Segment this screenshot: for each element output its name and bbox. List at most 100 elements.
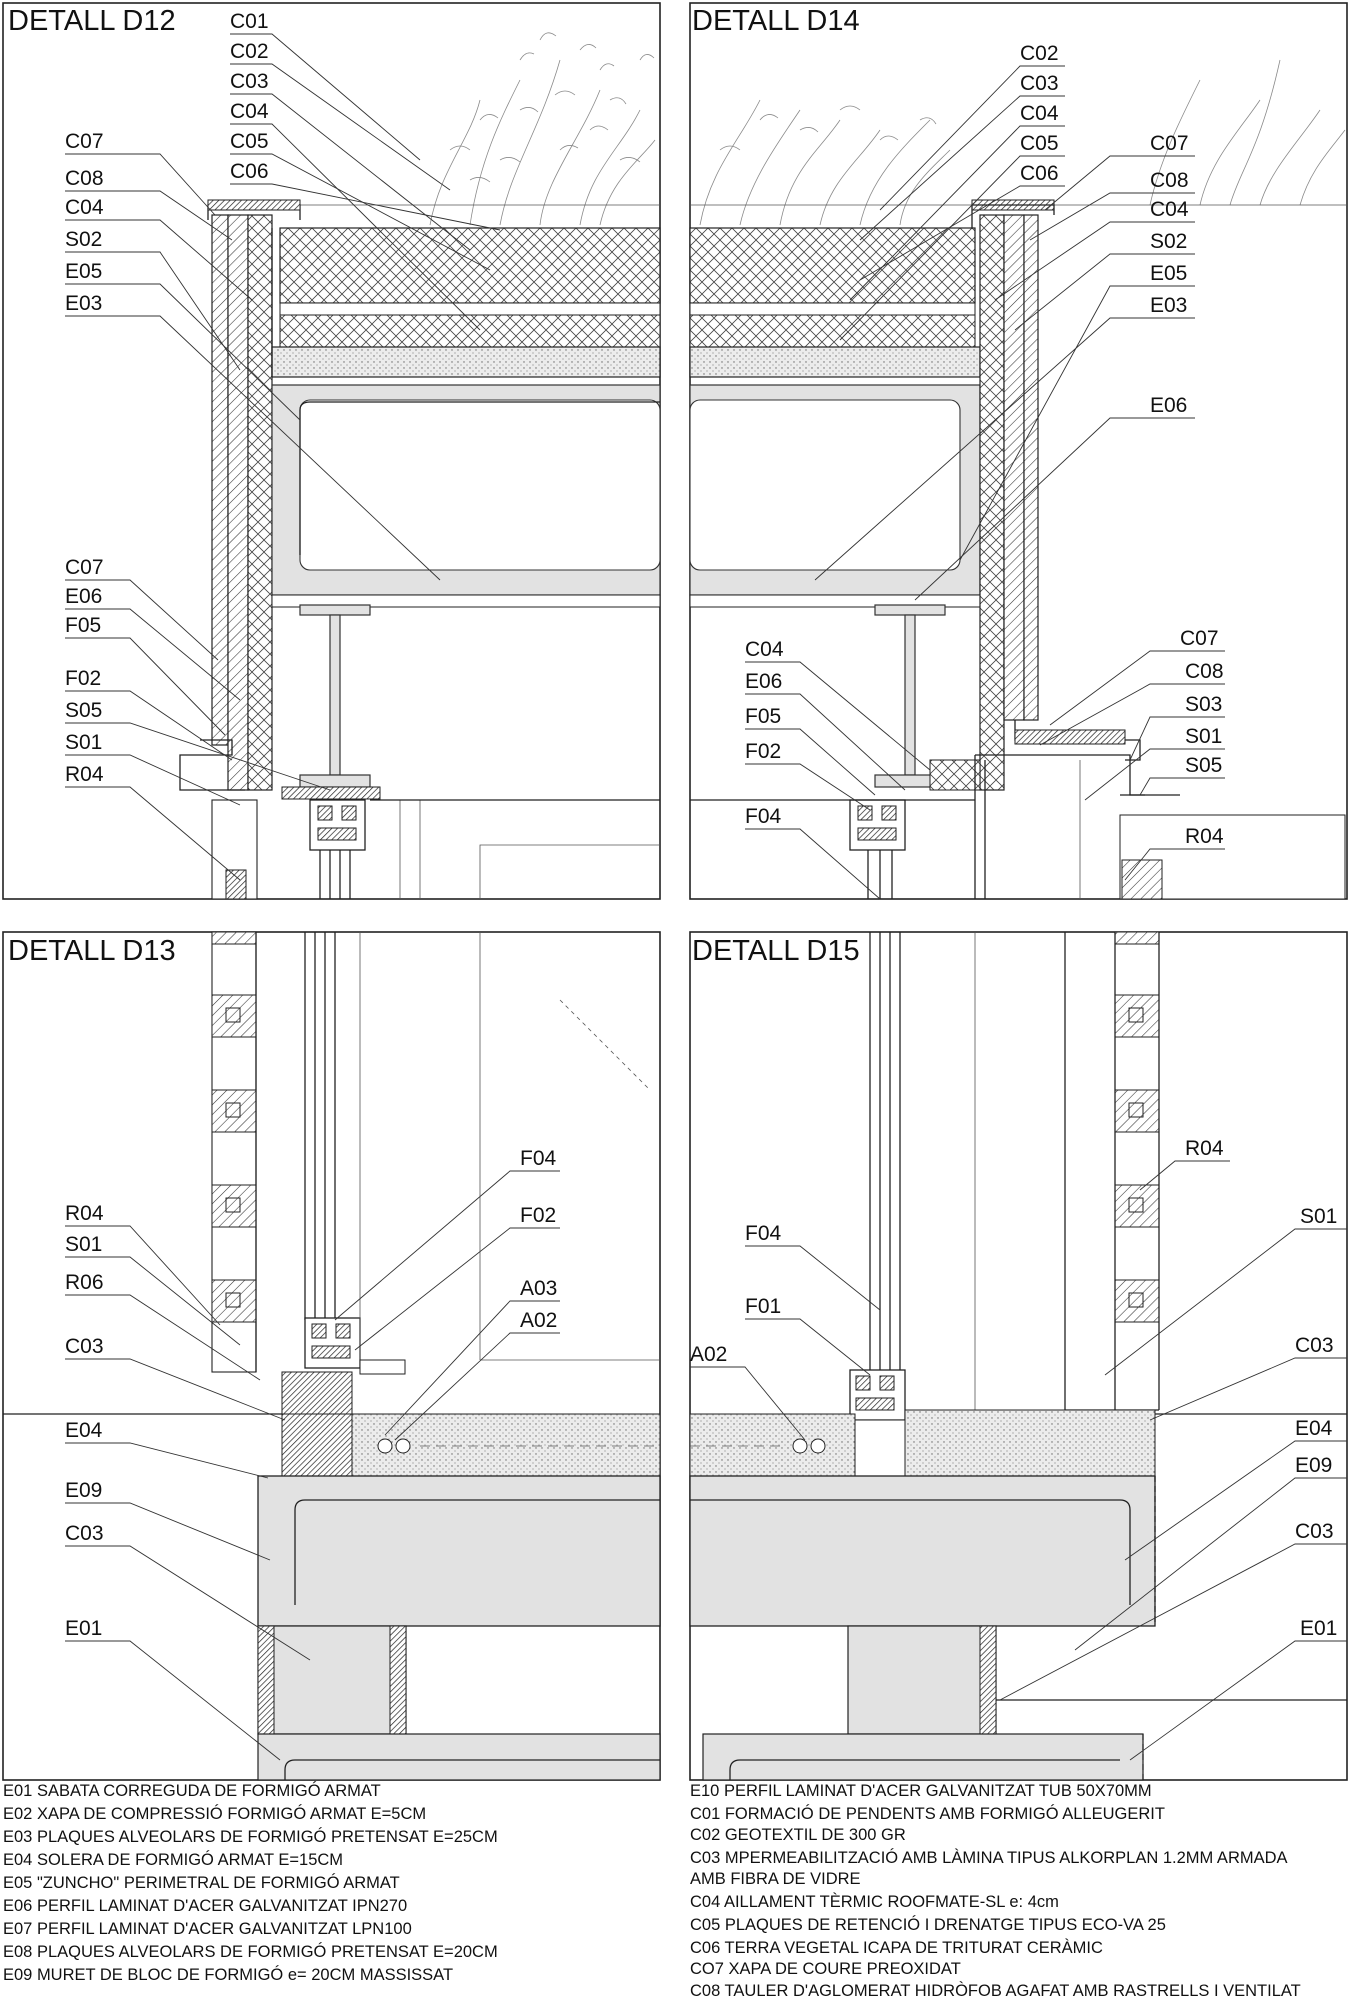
leader-line [1039,683,1225,746]
legend-item: E08 PLAQUES ALVEOLARS DE FORMIGÓ PRETENS… [3,1942,498,1961]
leader-line [1139,1160,1230,1191]
legend-item: E06 PERFIL LAMINAT D'ACER GALVANITZAT IP… [3,1897,407,1915]
leader-line [814,317,1195,581]
parapet-board [227,214,249,791]
leader-line [745,728,876,796]
leader-line [65,1545,311,1661]
legend-item: C02 GEOTEXTIL DE 300 GR [690,1826,906,1844]
callout-label: C03 [1295,1334,1334,1357]
legend-item: C06 TERRA VEGETAL ICAPA DE TRITURAT CERÀ… [690,1938,1103,1957]
legend-item: E01 SABATA CORREGUDA DE FORMIGÓ ARMAT [3,1781,381,1800]
d13-leaders [65,1170,560,1761]
callout-label: S01 [65,731,102,754]
leader-line [1129,1640,1347,1761]
leader-line [65,1225,221,1326]
callout-label: C02 [230,40,269,63]
callout-label: E04 [1295,1417,1333,1440]
panel-d13-title: DETALL D13 [8,935,176,967]
leader-line [745,1245,881,1311]
leader-line [384,1300,560,1436]
block-wall-d15 [974,931,1160,1411]
callout-label: C03 [230,70,269,93]
panel-d15-title: DETALL D15 [692,935,860,967]
callout-label: C05 [230,130,269,153]
callout-label: F05 [745,705,781,728]
leader-line [690,1366,806,1441]
callout-label: C08 [1150,169,1189,192]
leader-line [65,722,331,791]
ipn-beam [299,604,371,788]
floor-slab-d13 [257,1413,661,1627]
callout-label: E03 [1150,294,1187,317]
leader-line [230,63,451,191]
leader-line [1139,777,1225,796]
leader-line [999,1543,1347,1701]
compression-slab [271,346,661,378]
leader-line [914,417,1195,601]
callout-label: E06 [745,670,782,693]
callout-label: F04 [745,1222,782,1245]
callout-label: A02 [520,1309,557,1332]
d12-labels: C01 C02 C03 C04 C05 C06 C07 C08 C04 S02 … [65,10,269,786]
foundation-d13 [257,1625,661,1781]
callout-label: C07 [1150,132,1189,155]
callout-label: E01 [1300,1617,1337,1640]
legend-item: E07 PERFIL LAMINAT D'ACER GALVANITZAT LP… [3,1920,412,1938]
window-frame [309,799,366,899]
leader-line [745,828,881,900]
leader-line [65,690,233,761]
window-frame-d14 [849,799,906,899]
callout-label: A03 [520,1277,557,1300]
callout-label: E06 [1150,394,1187,417]
leader-line [65,1256,241,1346]
panel-d12-title: DETALL D12 [8,5,176,37]
callout-label: C04 [65,196,104,219]
leader-line [65,219,253,301]
callout-label: C04 [230,100,269,123]
vegetation-sketch [280,32,660,226]
leader-line [65,1640,281,1761]
callout-label: R04 [65,1202,104,1225]
callout-label: C03 [1295,1520,1334,1543]
legend-item: E05 "ZUNCHO" PERIMETRAL DE FORMIGÓ ARMAT [3,1873,400,1892]
legend-item: C08 TAULER D'AGLOMERAT HIDRÒFOB AGAFAT A… [690,1981,1301,2000]
callout-label: E05 [65,260,102,283]
panel-d14: DETALL D14 [689,2,1348,900]
d15-labels: R04 S01 F04 F01 A02 C03 E04 E09 C03 E01 [690,1137,1337,1640]
leader-line [745,1318,871,1376]
callout-label: F02 [745,740,781,763]
leader-line [1149,1357,1347,1421]
legend-item: E10 PERFIL LAMINAT D'ACER GALVANITZAT TU… [690,1782,1152,1800]
leader-line [745,763,871,811]
callout-label: S01 [1300,1205,1337,1228]
legend-item: C03 MPERMEABILITZACIÓ AMB LÀMINA TIPUS A… [690,1848,1288,1867]
leader-line [1014,253,1195,331]
block-wall-d13 [211,931,257,1373]
callout-label: C07 [65,130,104,153]
leader-line [65,315,441,581]
leader-line [65,786,241,881]
parapet-sheet [211,214,229,746]
leader-line [1129,716,1225,761]
callout-label: S01 [1185,725,1222,748]
callout-label: S02 [65,228,102,251]
legend-item: C05 PLAQUES DE RETENCIÓ I DRENATGE TIPUS… [690,1915,1166,1934]
parapet-insulation-d14 [979,214,1005,791]
window-glass-d15 [849,932,906,1421]
callout-label: C01 [230,10,269,33]
legend-right: E10 PERFIL LAMINAT D'ACER GALVANITZAT TU… [690,1782,1301,2000]
leader-line [859,185,1065,281]
leader-line [849,125,1065,301]
roof-insulation [279,227,661,304]
panel-d12: DETALL D12 [2,2,661,900]
legend-item: E09 MURET DE BLOC DE FORMIGÓ e= 20CM MAS… [3,1965,453,1984]
callout-label: C04 [745,638,784,661]
parapet-insulation [247,214,273,791]
d13-labels: F04 F02 A03 A02 R04 S01 R06 C03 E04 E09 … [65,1147,557,1640]
callout-label: S01 [65,1233,102,1256]
leader-line [65,637,226,736]
callout-label: E09 [65,1479,102,1502]
callout-label: E03 [65,292,102,315]
callout-label: C06 [1020,162,1059,185]
